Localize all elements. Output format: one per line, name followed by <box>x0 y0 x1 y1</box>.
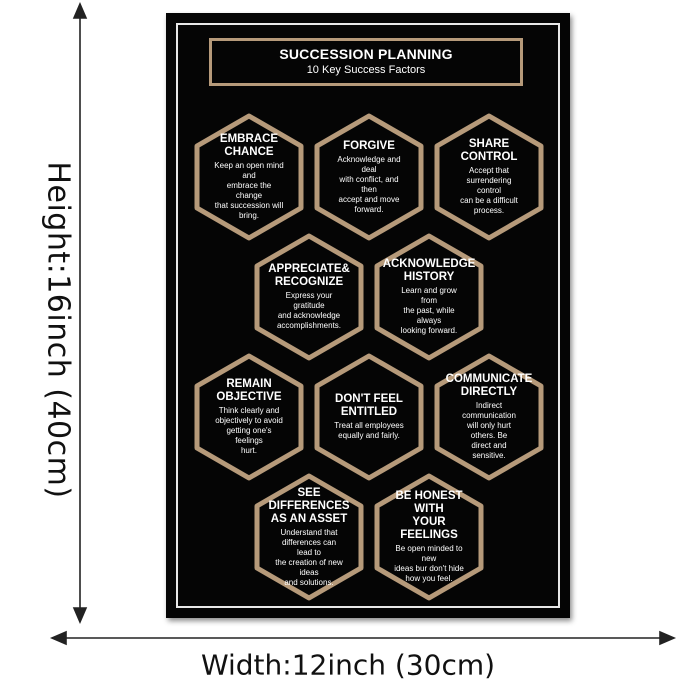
factor-description: Acknowledge and deal with conflict, and … <box>337 154 401 214</box>
factor-description: Express your gratitude and acknowledge a… <box>276 291 342 330</box>
hexagon-outline <box>194 353 304 481</box>
hexagon-outline <box>434 113 544 241</box>
factor-hexagon: ACKNOWLEDGE HISTORY Learn and grow from t… <box>374 233 484 361</box>
factor-description: Understand that differences can lead to … <box>275 527 343 587</box>
factor-title: ACKNOWLEDGE HISTORY <box>382 258 476 283</box>
factor-title: APPRECIATE& RECOGNIZE <box>268 263 350 288</box>
height-label: Height:16inch (40cm) <box>40 161 76 499</box>
factor-text: APPRECIATE& RECOGNIZE Express your gratit… <box>268 233 350 361</box>
factor-hexagon: SHARE CONTROL Accept that surrendering co… <box>434 113 544 241</box>
poster-frame <box>176 23 560 608</box>
title-box: SUCCESSION PLANNING 10 Key Success Facto… <box>209 38 523 86</box>
factor-title: COMMUNICATE DIRECTLY <box>445 373 533 398</box>
width-arrow-left-head <box>49 630 67 646</box>
height-arrow-bottom-head <box>72 607 88 625</box>
hexagon-outline <box>254 473 364 601</box>
factor-hexagon: COMMUNICATE DIRECTLY Indirect communicati… <box>434 353 544 481</box>
factor-title: DON'T FEEL ENTITLED <box>335 393 403 418</box>
factor-title: EMBRACE CHANCE <box>219 133 279 158</box>
factor-hexagon: EMBRACE CHANCE Keep an open mind and embr… <box>194 113 304 241</box>
factor-text: COMMUNICATE DIRECTLY Indirect communicati… <box>446 353 533 481</box>
hexagon-outline <box>434 353 544 481</box>
factor-text: ACKNOWLEDGE HISTORY Learn and grow from t… <box>383 233 476 361</box>
factor-text: DON'T FEEL ENTITLED Treat all employees e… <box>334 353 404 481</box>
factor-text: SHARE CONTROL Accept that surrendering co… <box>454 113 524 241</box>
factor-title: SHARE CONTROL <box>460 138 518 163</box>
factor-title: REMAIN OBJECTIVE <box>216 378 282 403</box>
factor-description: Accept that surrendering control can be … <box>460 166 518 215</box>
hexagon-outline <box>314 353 424 481</box>
factor-text: FORGIVE Acknowledge and deal with conflic… <box>334 113 404 241</box>
width-label: Width:12inch (30cm) <box>200 648 496 682</box>
factor-text: EMBRACE CHANCE Keep an open mind and embr… <box>214 113 284 241</box>
factor-description: Be open minded to new ideas bur don't hi… <box>394 544 464 583</box>
hexagon-outline <box>374 473 484 601</box>
factor-description: Think clearly and objectively to avoid g… <box>215 406 283 455</box>
hexagon-outline <box>254 233 364 361</box>
factor-title: SEE DIFFERENCES AS AN ASSET <box>268 486 350 525</box>
factor-hexagon: APPRECIATE& RECOGNIZE Express your gratit… <box>254 233 364 361</box>
hexagon-outline <box>194 113 304 241</box>
hexagon-outline <box>314 113 424 241</box>
height-arrow-top-head <box>72 1 88 19</box>
poster-subtitle: 10 Key Success Factors <box>306 64 426 76</box>
factor-hexagon: FORGIVE Acknowledge and deal with conflic… <box>314 113 424 241</box>
width-arrow-right-head <box>659 630 677 646</box>
factor-text: REMAIN OBJECTIVE Think clearly and object… <box>214 353 284 481</box>
factor-description: Learn and grow from the past, while alwa… <box>400 286 458 335</box>
factor-hexagon: REMAIN OBJECTIVE Think clearly and object… <box>194 353 304 481</box>
poster-title: SUCCESSION PLANNING <box>279 46 453 62</box>
poster: SUCCESSION PLANNING 10 Key Success Facto… <box>166 13 570 618</box>
factor-title: FORGIVE <box>343 139 395 152</box>
factor-description: Keep an open mind and embrace the change… <box>214 161 284 220</box>
factor-description: Indirect communication will only hurt ot… <box>462 401 516 460</box>
factor-hexagon: DON'T FEEL ENTITLED Treat all employees e… <box>314 353 424 481</box>
factor-description: Treat all employees equally and fairly. <box>334 421 404 440</box>
factor-title: BE HONEST WITH YOUR FEELINGS <box>395 490 463 541</box>
hexagon-outline <box>374 233 484 361</box>
